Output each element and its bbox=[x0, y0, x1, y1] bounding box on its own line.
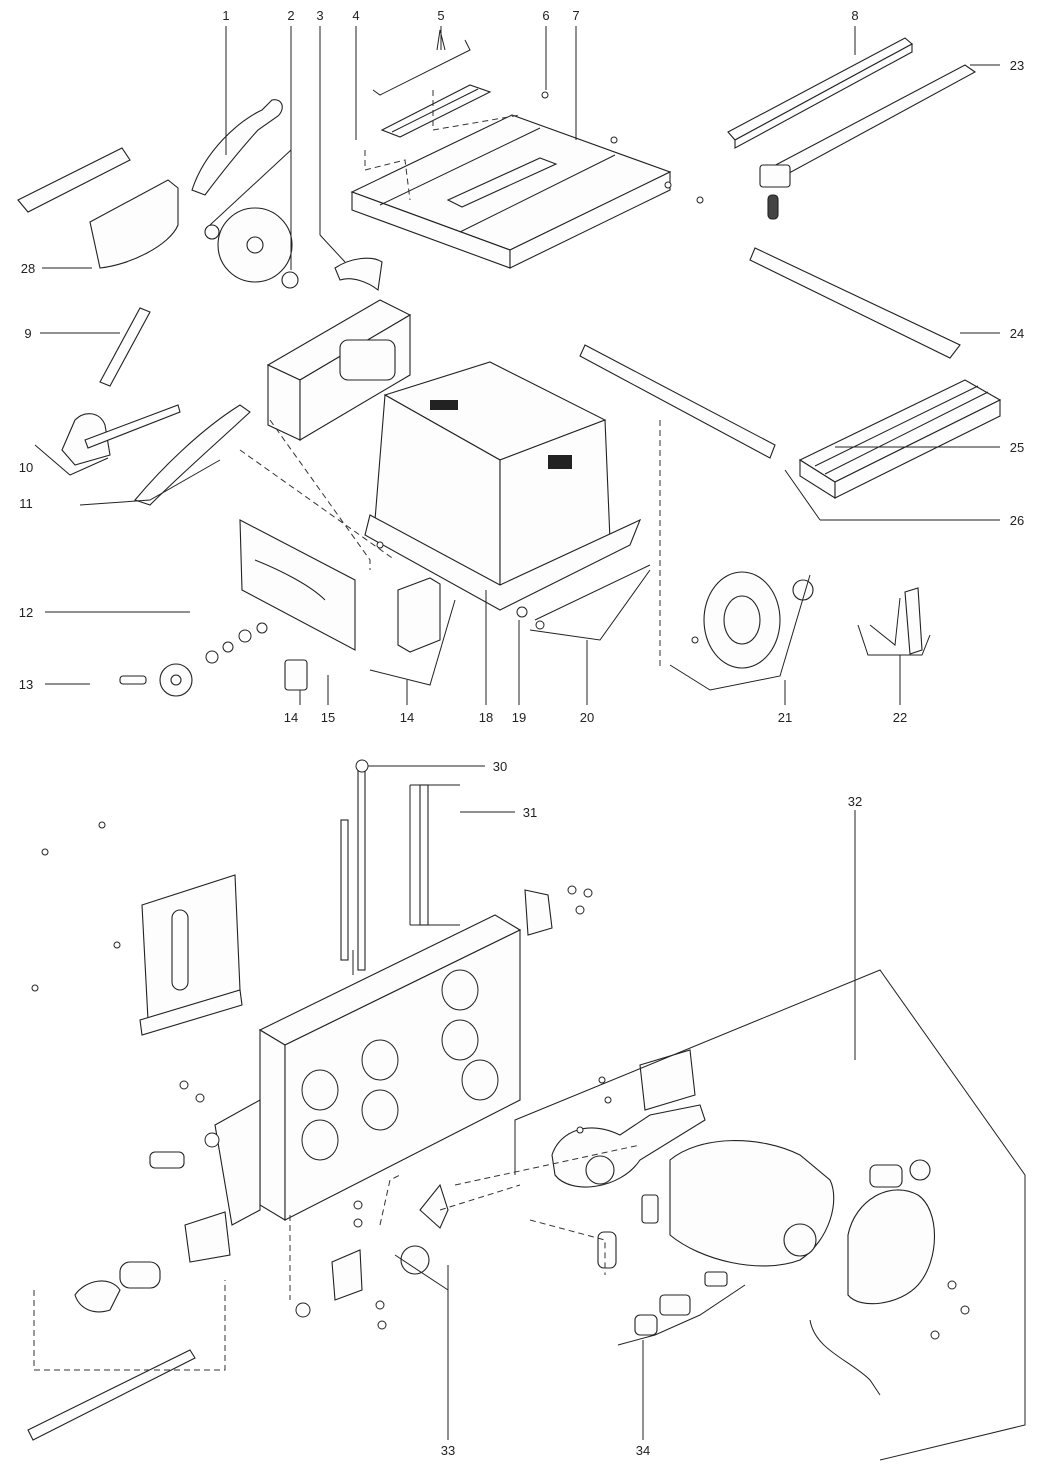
rail-strip-part bbox=[99, 307, 151, 387]
shaft-parts bbox=[205, 622, 268, 664]
callout-33: 33 bbox=[441, 1443, 455, 1458]
callout-19: 19 bbox=[512, 710, 526, 725]
callout-23: 23 bbox=[1010, 58, 1024, 73]
table-top-part bbox=[350, 114, 672, 269]
callout-1: 1 bbox=[222, 8, 229, 23]
group-brackets-upper bbox=[34, 29, 931, 691]
callout-30: 30 bbox=[493, 759, 507, 774]
callout-26: 26 bbox=[1010, 513, 1024, 528]
fasteners bbox=[31, 91, 970, 1340]
callout-21: 21 bbox=[778, 710, 792, 725]
callout-32: 32 bbox=[848, 794, 862, 809]
callout-25: 25 bbox=[1010, 440, 1024, 455]
assembly-lines-upper bbox=[239, 90, 661, 670]
callout-34: 34 bbox=[636, 1443, 650, 1458]
brush-holder-part bbox=[634, 1271, 728, 1336]
callout-28: 28 bbox=[21, 261, 35, 276]
leader-lines-lower bbox=[368, 765, 856, 1440]
long-rod-part bbox=[27, 1349, 196, 1441]
shafts-part bbox=[340, 759, 429, 971]
main-frame-part bbox=[214, 914, 522, 1226]
callout-14a: 14 bbox=[284, 710, 298, 725]
saw-blade-part bbox=[204, 207, 299, 289]
callout-10: 10 bbox=[19, 460, 33, 475]
push-stick-part bbox=[134, 404, 251, 506]
small-bracket-part bbox=[524, 889, 553, 936]
callout-14b: 14 bbox=[400, 710, 414, 725]
left-hardware-part bbox=[74, 1132, 231, 1313]
leader-lines-upper bbox=[40, 26, 1000, 705]
callout-11: 11 bbox=[19, 496, 33, 511]
callout-20: 20 bbox=[580, 710, 594, 725]
assembly-lines-lower bbox=[33, 1144, 641, 1371]
callout-4: 4 bbox=[352, 8, 359, 23]
rip-fence-part bbox=[759, 64, 977, 220]
motor-carriage-part bbox=[266, 299, 412, 441]
insert-plate-part bbox=[380, 84, 492, 138]
callout-31: 31 bbox=[523, 805, 537, 820]
callout-5: 5 bbox=[437, 8, 444, 23]
riving-knife-part bbox=[334, 257, 383, 292]
callout-3: 3 bbox=[316, 8, 323, 23]
wrench-part bbox=[869, 587, 923, 655]
callout-6: 6 bbox=[542, 8, 549, 23]
switch-box-part bbox=[284, 577, 441, 691]
callout-2: 2 bbox=[287, 8, 294, 23]
blade-guard-top-part bbox=[191, 99, 283, 196]
rear-cover-part bbox=[17, 147, 179, 269]
callout-24: 24 bbox=[1010, 326, 1024, 341]
gear-set-part bbox=[295, 1183, 449, 1318]
cord-reel-part bbox=[703, 571, 814, 669]
callout-22: 22 bbox=[893, 710, 907, 725]
callout-12: 12 bbox=[19, 605, 33, 620]
left-cover-plate-part bbox=[139, 874, 243, 1036]
screw-19-part bbox=[516, 606, 528, 618]
power-cord-part bbox=[809, 1319, 881, 1396]
callout-18: 18 bbox=[479, 710, 493, 725]
motor-part bbox=[551, 1049, 935, 1305]
mounting-plate-part bbox=[239, 519, 356, 651]
callout-15: 15 bbox=[321, 710, 335, 725]
callout-7: 7 bbox=[572, 8, 579, 23]
callout-13: 13 bbox=[19, 677, 33, 692]
group-brackets-lower bbox=[352, 784, 1026, 1461]
extension-table-part bbox=[798, 379, 1002, 499]
callout-9: 9 bbox=[24, 326, 31, 341]
callout-8: 8 bbox=[851, 8, 858, 23]
handwheel-part bbox=[119, 663, 193, 697]
front-rail-part bbox=[579, 344, 776, 459]
base-housing-part bbox=[364, 361, 642, 611]
callout-labels: 1 2 3 4 5 6 7 8 9 10 11 12 13 14 14 15 1… bbox=[19, 8, 1024, 1458]
hardware-strip-part bbox=[534, 564, 651, 621]
miter-gauge-part bbox=[61, 404, 181, 466]
extension-rail-part bbox=[749, 247, 961, 359]
fence-rail-part bbox=[727, 37, 913, 149]
